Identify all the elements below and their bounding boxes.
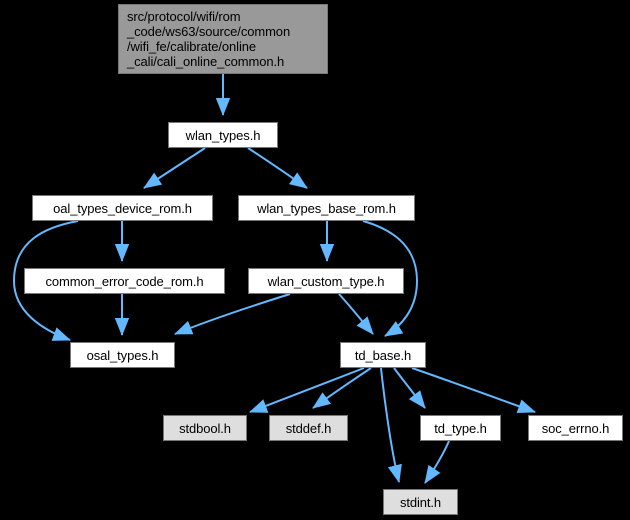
edge-td_base-to-stdbool bbox=[249, 367, 365, 413]
node-wlan_types_base_rom[interactable]: wlan_types_base_rom.h bbox=[238, 195, 415, 221]
node-common_error_code_rom[interactable]: common_error_code_rom.h bbox=[24, 268, 225, 294]
node-stdbool[interactable]: stdbool.h bbox=[163, 415, 247, 441]
node-label-td_type: td_type.h bbox=[434, 420, 487, 436]
node-label-wlan_types: wlan_types.h bbox=[185, 127, 261, 143]
node-label-wlan_custom_type: wlan_custom_type.h bbox=[267, 273, 385, 289]
edge-td_base-to-td_type bbox=[393, 367, 426, 409]
node-label-oal_types_device_rom: oal_types_device_rom.h bbox=[53, 200, 192, 216]
edge-wlan_custom_type-to-osal_types bbox=[174, 293, 291, 335]
node-label-stdbool: stdbool.h bbox=[179, 420, 231, 436]
node-label-wlan_types_base_rom: wlan_types_base_rom.h bbox=[257, 200, 396, 216]
edge-td_base-to-stddef bbox=[312, 367, 372, 409]
node-stdint[interactable]: stdint.h bbox=[383, 489, 458, 515]
node-soc_errno[interactable]: soc_errno.h bbox=[528, 415, 623, 441]
edge-oal_types_device_rom-to-osal_types bbox=[12, 220, 79, 341]
node-label-td_base: td_base.h bbox=[354, 347, 412, 363]
edge-td_type-to-stdint bbox=[424, 440, 450, 484]
node-label-stddef: stddef.h bbox=[285, 420, 332, 436]
node-label-common_error_code_rom: common_error_code_rom.h bbox=[45, 273, 204, 289]
node-wlan_custom_type[interactable]: wlan_custom_type.h bbox=[248, 268, 404, 294]
node-label-soc_errno: soc_errno.h bbox=[541, 420, 610, 436]
node-oal_types_device_rom[interactable]: oal_types_device_rom.h bbox=[32, 195, 213, 221]
node-wlan_types[interactable]: wlan_types.h bbox=[168, 122, 278, 148]
node-label-root: src/protocol/wifi/rom _code/ws63/source/… bbox=[127, 9, 291, 69]
node-stddef[interactable]: stddef.h bbox=[269, 415, 348, 441]
node-root[interactable]: src/protocol/wifi/rom _code/ws63/source/… bbox=[118, 4, 328, 74]
node-label-stdint: stdint.h bbox=[399, 494, 442, 510]
edge-wlan_types-to-oal_types_device_rom bbox=[143, 147, 206, 189]
node-osal_types[interactable]: osal_types.h bbox=[70, 342, 175, 368]
node-td_base[interactable]: td_base.h bbox=[340, 342, 426, 368]
edge-wlan_types_base_rom-to-td_base bbox=[362, 220, 419, 337]
edge-wlan_types-to-wlan_types_base_rom bbox=[247, 147, 308, 189]
node-label-osal_types: osal_types.h bbox=[86, 347, 159, 363]
node-td_type[interactable]: td_type.h bbox=[420, 415, 501, 441]
edge-td_base-to-soc_errno bbox=[411, 367, 536, 414]
edges bbox=[12, 73, 536, 484]
edge-td_base-to-stdint bbox=[380, 367, 402, 483]
edge-wlan_custom_type-to-td_base bbox=[338, 293, 374, 335]
